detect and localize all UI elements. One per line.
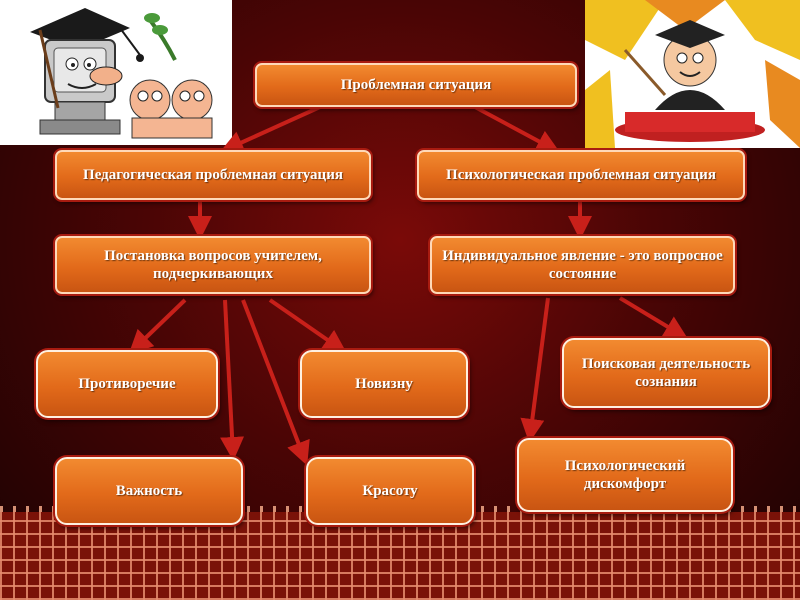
- pedagogical-situation-box: Педагогическая проблемная ситуация: [55, 150, 371, 200]
- arrow-to-contradiction: [128, 298, 187, 355]
- leaf-importance: Важность: [55, 457, 243, 525]
- arrow-to-search-activity: [618, 296, 689, 340]
- arrow-to-beauty: [241, 299, 310, 466]
- arrow-to-novelty: [268, 298, 347, 354]
- leaf-novelty: Новизну: [300, 350, 468, 418]
- grid-fence-decoration: [0, 512, 800, 600]
- computer-teacher-icon: [30, 8, 213, 139]
- leaf-psychological-discomfort: Психологический дискомфорт: [517, 438, 733, 512]
- teacher-questions-box: Постановка вопросов учителем, подчеркива…: [55, 236, 371, 294]
- arrow-root-right: [474, 105, 561, 153]
- professor-illustration: [585, 0, 800, 148]
- professor-icon: [585, 0, 800, 148]
- arrow-root-left: [219, 105, 321, 154]
- arrow-to-importance: [220, 299, 245, 461]
- leaf-beauty: Красоту: [306, 457, 474, 525]
- leaf-contradiction: Противоречие: [36, 350, 218, 418]
- leaf-search-activity: Поисковая деятельность сознания: [562, 338, 770, 408]
- root-box: Проблемная ситуация: [255, 63, 577, 107]
- psychological-situation-box: Психологическая проблемная ситуация: [417, 150, 745, 200]
- computer-teacher-illustration: [0, 0, 232, 145]
- arrow-to-discomfort: [520, 297, 550, 443]
- individual-phenomenon-box: Индивидуальное явление - это вопросное с…: [430, 236, 735, 294]
